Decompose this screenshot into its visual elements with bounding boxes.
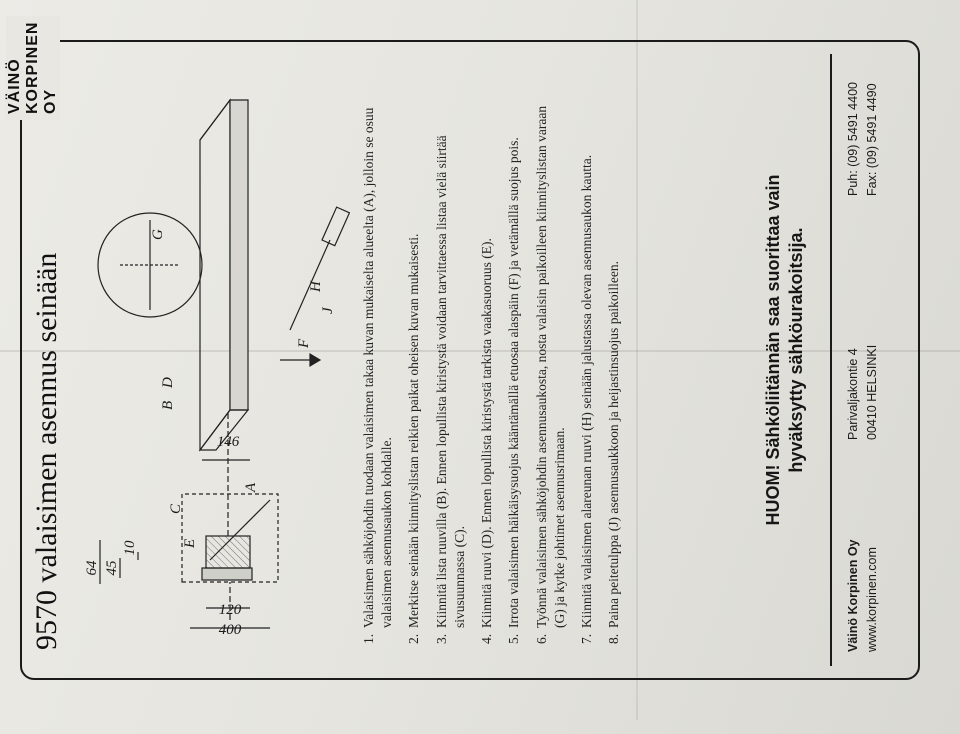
dim-10: 10 xyxy=(122,540,138,556)
step-6: 6.Työnnä valaisimen sähköjohdin asennusa… xyxy=(533,105,567,644)
step-5: 5.Irrota valaisimen häikäisysuojus käänt… xyxy=(506,137,522,644)
step-1: 1.Valaisimen sähköjohdin tuodaan valaisi… xyxy=(361,107,395,644)
label-h: H xyxy=(308,280,324,293)
paper-fold xyxy=(0,350,960,352)
label-d: D xyxy=(160,377,176,389)
luminaire-edge xyxy=(199,99,231,141)
label-c: C xyxy=(168,503,184,514)
luminaire-front xyxy=(229,99,249,411)
mounting-rail-body xyxy=(205,535,251,569)
label-b: B xyxy=(160,401,176,410)
electrician-notice: HUOM! Sähköliitännän saa suorittaa vain … xyxy=(762,140,807,560)
company-postal: 00410 HELSINKI xyxy=(865,344,880,440)
dim-400: 400 xyxy=(219,622,242,638)
step-2: 2.Merkitse seinään kiinnityslistan reiki… xyxy=(406,233,422,644)
instruction-sheet: VÄINÖ KORPINEN OY 9570 valaisimen asennu… xyxy=(6,15,920,680)
screwdriver-shaft xyxy=(289,239,331,331)
label-j: J xyxy=(320,306,336,314)
luminaire-top xyxy=(199,98,231,452)
label-f: F xyxy=(296,338,312,349)
mounting-area-outline xyxy=(181,493,279,583)
arrow-f-head xyxy=(309,352,322,368)
notice-line-2: hyväksytty sähköurakoitsija. xyxy=(785,227,806,473)
footer-company-col: Väinö Korpinen Oy www.korpinen.com xyxy=(844,539,883,652)
step-3: 3.Kiinnitä lista ruuvilla (B). Ennen lop… xyxy=(433,135,467,644)
luminaire-side xyxy=(198,409,250,451)
mounting-rail-front xyxy=(201,567,253,581)
dim-146: 146 xyxy=(217,434,240,450)
installation-diagram: 400 120 146 64 45 10 A B C D E F G H J xyxy=(84,98,350,638)
dim-45: 45 xyxy=(104,560,120,576)
step-7: 7.Kiinnitä valaisimen alareunan ruuvi (H… xyxy=(578,154,594,644)
wire-line xyxy=(209,499,271,561)
page-title: 9570 valaisimen asennus seinään xyxy=(30,252,63,650)
label-e: E xyxy=(182,539,198,549)
dim-120: 120 xyxy=(219,602,242,618)
footer-contact-col: Puh: (09) 5491 4400 Fax: (09) 5491 4490 xyxy=(844,82,883,196)
dim-64: 64 xyxy=(84,560,100,576)
detail-circle xyxy=(97,212,203,318)
footer-address-col: Parivaljakontie 4 00410 HELSINKI xyxy=(844,345,883,440)
company-footer: Väinö Korpinen Oy www.korpinen.com Pariv… xyxy=(830,54,912,666)
company-street: Parivaljakontie 4 xyxy=(846,348,860,440)
company-fax: Fax: (09) 5491 4490 xyxy=(865,83,880,196)
label-a: A xyxy=(243,482,259,493)
company-website: www.korpinen.com xyxy=(865,547,880,652)
instruction-steps: 1.Valaisimen sähköjohdin tuodaan valaisi… xyxy=(360,94,632,644)
brand-header: VÄINÖ KORPINEN OY xyxy=(6,15,60,120)
step-4: 4.Kiinnitä ruuvi (D). Ennen lopullista k… xyxy=(479,238,495,644)
label-g: G xyxy=(150,229,166,240)
notice-line-1: HUOM! Sähköliitännän saa suorittaa vain xyxy=(763,174,783,526)
step-8: 8.Paina peitetulppa (J) asennusaukkoon j… xyxy=(606,260,622,644)
company-name: Väinö Korpinen Oy xyxy=(846,539,860,652)
paper-crease xyxy=(636,0,638,720)
company-phone: Puh: (09) 5491 4400 xyxy=(846,82,860,196)
screwdriver-handle xyxy=(321,206,350,247)
